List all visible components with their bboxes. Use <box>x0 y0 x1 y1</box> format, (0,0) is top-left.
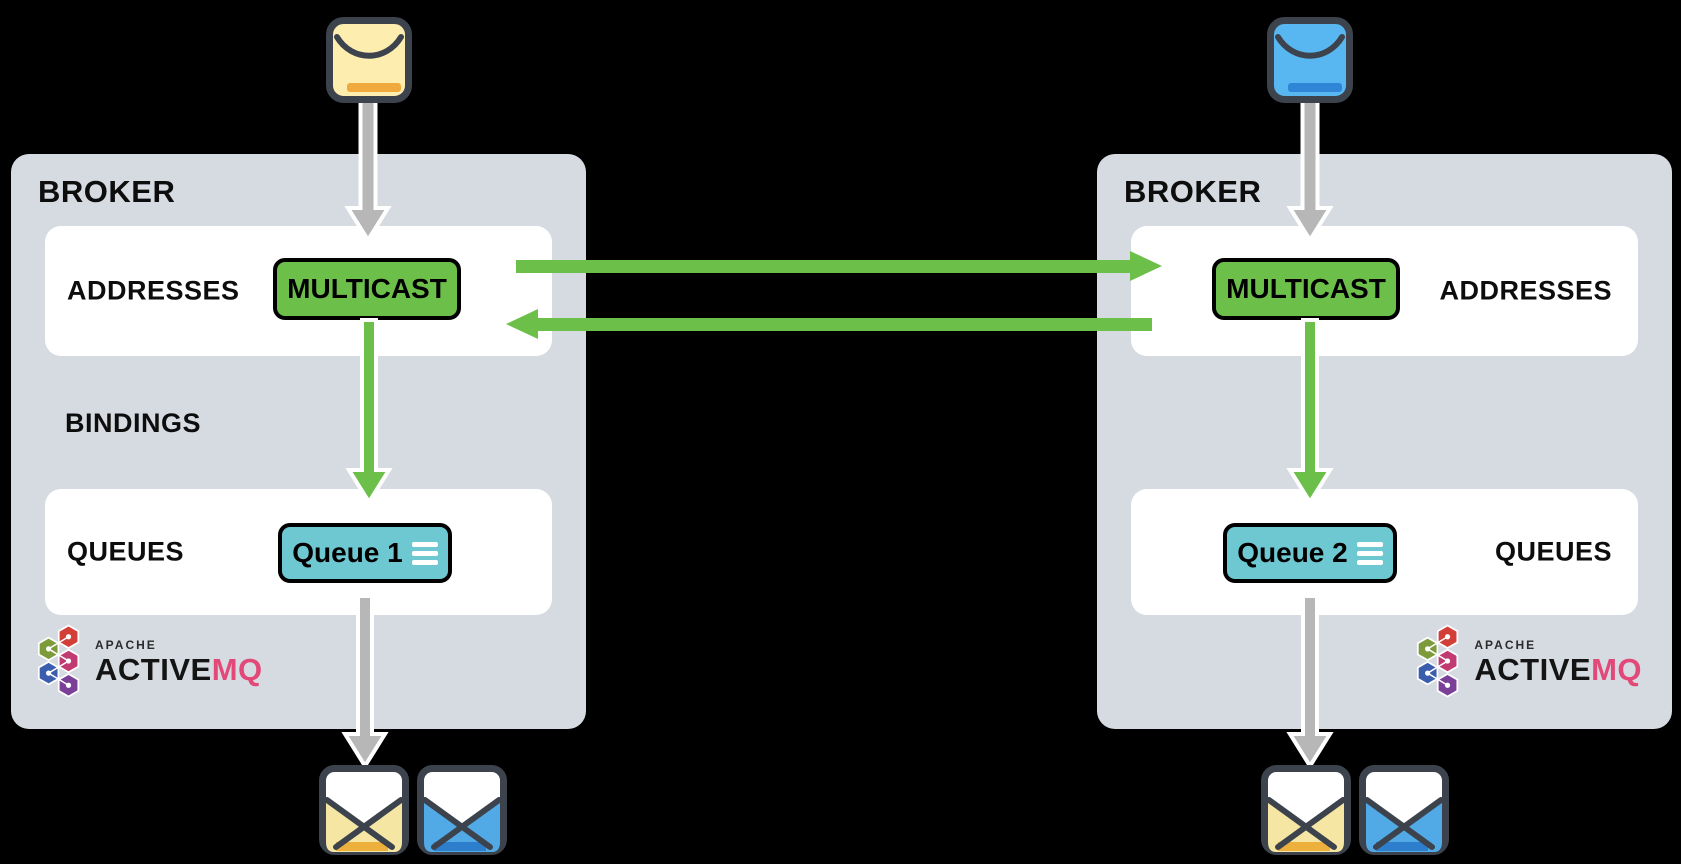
addresses-label: ADDRESSES <box>67 275 240 306</box>
queue-badge-label: Queue 2 <box>1237 537 1348 568</box>
activemq-label: ACTIVEMQ <box>1474 654 1642 685</box>
multicast-badge: MULTICAST <box>1212 258 1400 320</box>
broker-box-right: BROKER MULTICAST ADDRESSES Queue 2 QUEUE… <box>1097 154 1672 729</box>
activemq-label: ACTIVEMQ <box>95 654 263 685</box>
broker-title: BROKER <box>1124 174 1262 209</box>
envelope-closed-blue-icon <box>1267 17 1353 103</box>
activemq-logo-text: APACHE ACTIVEMQ <box>95 638 263 685</box>
hexagon-cluster-icon <box>37 624 80 698</box>
addresses-label: ADDRESSES <box>1439 275 1612 306</box>
activemq-logo: APACHE ACTIVEMQ <box>33 622 263 700</box>
addresses-panel: MULTICAST ADDRESSES <box>1131 226 1638 356</box>
broker-box-left: BROKER ADDRESSES MULTICAST BINDINGS QUEU… <box>11 154 586 729</box>
arrow-down-consumer-right-icon <box>1286 594 1334 768</box>
queue-list-icon <box>411 541 438 565</box>
multicast-badge-label: MULTICAST <box>1226 273 1386 304</box>
active-label: ACTIVE <box>1474 651 1592 687</box>
broker-title: BROKER <box>38 174 176 209</box>
queues-panel: QUEUES Queue 1 <box>45 489 552 615</box>
addresses-panel: ADDRESSES MULTICAST <box>45 226 552 356</box>
queues-panel: Queue 2 QUEUES <box>1131 489 1638 615</box>
bindings-label: BINDINGS <box>65 408 202 438</box>
activemq-logo-text: APACHE ACTIVEMQ <box>1474 638 1642 685</box>
arrow-right-federation-icon <box>516 251 1162 281</box>
multicast-badge: MULTICAST <box>273 258 461 320</box>
queue-badge: Queue 2 <box>1223 523 1397 583</box>
queue-badge: Queue 1 <box>278 523 452 583</box>
arrow-down-producer-right-icon <box>1286 98 1334 242</box>
multicast-badge-label: MULTICAST <box>287 273 447 304</box>
queue-list-icon <box>1356 541 1383 565</box>
hexagon-cluster-icon <box>1417 624 1459 698</box>
arrow-down-consumer-left-icon <box>341 594 389 768</box>
apache-label: APACHE <box>1474 637 1537 652</box>
envelope-closed-yellow-icon <box>326 17 412 103</box>
activemq-logo: APACHE ACTIVEMQ <box>1412 622 1642 700</box>
envelope-open-blue-icon <box>417 765 507 855</box>
arrow-down-producer-left-icon <box>344 98 392 242</box>
envelope-open-yellow-icon <box>319 765 409 855</box>
arrow-down-binding-left-icon <box>345 318 393 504</box>
mq-label: MQ <box>211 651 263 687</box>
mq-label: MQ <box>1591 651 1642 687</box>
envelope-open-yellow-icon <box>1261 765 1351 855</box>
envelope-open-blue-icon <box>1359 765 1449 855</box>
arrow-left-federation-icon <box>506 309 1152 339</box>
queue-badge-label: Queue 1 <box>292 537 403 568</box>
queues-label: QUEUES <box>1494 536 1612 567</box>
active-label: ACTIVE <box>95 651 212 687</box>
queues-label: QUEUES <box>67 536 185 567</box>
apache-label: APACHE <box>95 637 157 652</box>
arrow-down-binding-right-icon <box>1286 318 1334 504</box>
